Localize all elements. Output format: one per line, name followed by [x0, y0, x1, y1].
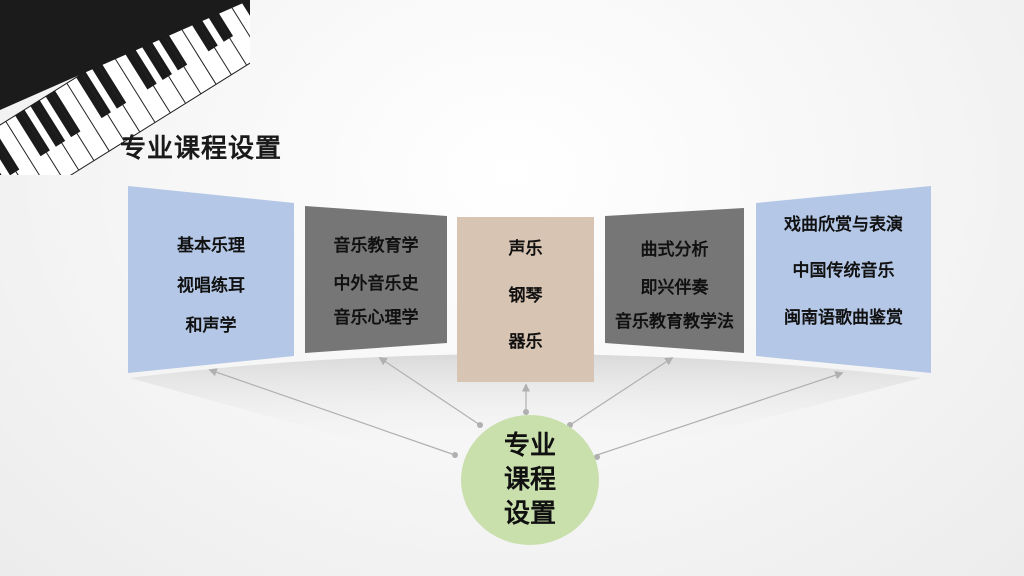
hub-line-3: 设置 — [503, 499, 556, 529]
arrow-to-panel-4 — [569, 357, 674, 426]
panel-1-shape — [128, 186, 294, 373]
panel-1-item-1: 基本乐理 — [177, 236, 245, 256]
panel-3-text: 声乐 钢琴 器乐 — [457, 238, 594, 353]
panel-3-item-2: 钢琴 — [508, 286, 543, 306]
panel-4-item-3: 音乐教育教学法 — [615, 312, 734, 332]
hub-line-2: 课程 — [503, 465, 556, 495]
panel-1-item-3: 和声学 — [185, 316, 237, 336]
arrow-to-panel-5 — [596, 371, 844, 456]
panel-5-item-2: 中国传统音乐 — [792, 261, 895, 281]
panel-5-shape — [756, 186, 931, 373]
panel-4-item-1: 曲式分析 — [640, 240, 709, 260]
panel-3-shape — [457, 217, 594, 382]
arrow-to-panel-1 — [208, 368, 456, 456]
panel-2-item-2: 中外音乐史 — [333, 274, 419, 294]
panel-1-item-2: 视唱练耳 — [177, 276, 245, 296]
panel-3-item-3: 器乐 — [508, 332, 543, 352]
panel-4-shape — [605, 208, 744, 353]
panel-2-item-1: 音乐教育学 — [333, 236, 419, 256]
hub-circle: 专业 课程 设置 — [461, 415, 599, 545]
panel-4-item-2: 即兴伴奏 — [640, 278, 709, 298]
panel-1-text: 基本乐理 视唱练耳 和声学 — [128, 235, 294, 337]
panel-2-item-3: 音乐心理学 — [333, 308, 419, 328]
arrow-to-panel-2 — [378, 357, 481, 426]
piano-keys-decoration — [0, 0, 250, 175]
panel-2-text: 音乐教育学 中外音乐史 音乐心理学 — [305, 235, 447, 329]
panel-3-item-1: 声乐 — [508, 239, 543, 259]
panel-4-text: 曲式分析 即兴伴奏 音乐教育教学法 — [605, 239, 744, 333]
hub-line-1: 专业 — [503, 431, 556, 461]
panel-5-text: 戏曲欣赏与表演 中国传统音乐 闽南语歌曲鉴赏 — [756, 214, 931, 329]
panel-2-shape — [305, 206, 447, 353]
page-title: 专业课程设置 — [120, 134, 283, 164]
panel-5-item-3: 闽南语歌曲鉴赏 — [784, 308, 903, 328]
panel-5-item-1: 戏曲欣赏与表演 — [784, 215, 903, 235]
